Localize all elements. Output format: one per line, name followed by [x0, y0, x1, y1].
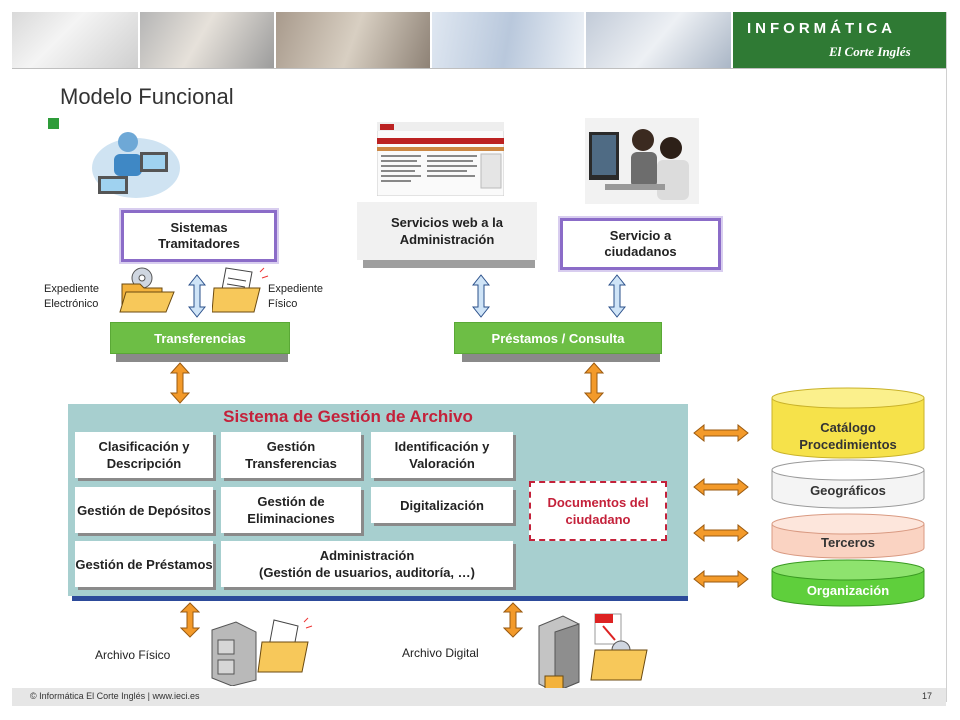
db-catalogo-text: Catálogo Procedimientos: [799, 420, 897, 452]
double-arrow-servicios-web: [472, 274, 490, 318]
page-number: 17: [921, 691, 932, 701]
module-gestion-transferencias: Gestión Transferencias: [221, 432, 361, 478]
right-border: [946, 12, 947, 702]
database-cylinders-graphic: [771, 387, 925, 607]
transferencias-bar-shadow: [116, 352, 288, 362]
footer-bar: © Informática El Corte Inglés | www.ieci…: [12, 688, 946, 706]
double-arrow-sistemas: [188, 274, 206, 318]
operators-icon: [92, 132, 180, 198]
orange-arrow-organizacion: [693, 570, 749, 588]
brand-line-2: El Corte Inglés: [829, 44, 911, 59]
header-photo-4: [432, 12, 584, 68]
web-services-screenshot: [377, 122, 504, 196]
header-photo-3: [276, 12, 430, 68]
header-photo-1: [12, 12, 138, 68]
brand-line-1: INFORMÁTICA: [747, 20, 896, 37]
sistema-panel-base: [72, 596, 688, 601]
db-geograficos-label: Geográficos: [810, 482, 886, 498]
documentos-ciudadano-box: Documentos del ciudadano: [529, 481, 667, 541]
page-title: Modelo Funcional: [60, 84, 234, 109]
orange-arrow-catalogo: [693, 424, 749, 442]
double-arrow-ciudadanos: [608, 274, 626, 318]
transferencias-bar: Transferencias: [110, 322, 290, 354]
expediente-electronico-label: Expediente Electrónico: [44, 283, 100, 310]
module-administracion-line1: Administración: [319, 548, 415, 563]
servicios-web-box: Servicios web a la Administración: [357, 202, 537, 260]
module-eliminaciones: Gestión de Eliminaciones: [221, 487, 361, 533]
prestamos-consulta-bar: Préstamos / Consulta: [454, 322, 662, 354]
header-photo-5: [586, 12, 731, 68]
orange-arrow-geograficos: [693, 478, 749, 496]
db-organizacion-label: Organización: [806, 582, 890, 598]
archivo-fisico-label: Archivo Físico: [95, 648, 171, 662]
expediente-fisico-label: Expediente Físico: [268, 283, 324, 310]
documentos-ciudadano-label: Documentos del ciudadano: [547, 495, 649, 527]
physical-folder-icon: [212, 267, 269, 313]
filing-cabinet-icon: [211, 617, 313, 686]
sistemas-tramitadores-box: Sistemas Tramitadores: [121, 210, 277, 262]
module-prestamos: Gestión de Préstamos: [75, 541, 213, 587]
servicios-web-label: Servicios web a la Administración: [390, 215, 503, 247]
module-administracion-line2: (Gestión de usuarios, auditoría, …): [259, 565, 475, 580]
server-and-pdf-icon: [538, 613, 648, 693]
module-administracion: Administración (Gestión de usuarios, aud…: [221, 541, 513, 587]
orange-arrow-archivo-digital: [503, 602, 523, 638]
db-catalogo-label: Catálogo Procedimientos: [772, 416, 924, 456]
archivo-digital-label: Archivo Digital: [402, 646, 479, 660]
sistemas-tramitadores-label: Sistemas Tramitadores: [158, 220, 240, 251]
servicio-ciudadanos-label: Servicio a ciudadanos: [604, 228, 677, 259]
header-divider: [12, 68, 946, 69]
sistema-title: Sistema de Gestión de Archivo: [223, 407, 473, 426]
module-depositos: Gestión de Depósitos: [75, 487, 213, 533]
footer-copyright: © Informática El Corte Inglés | www.ieci…: [30, 691, 200, 701]
orange-arrow-transferencias: [170, 362, 190, 404]
orange-arrow-archivo-fisico: [180, 602, 200, 638]
servicios-web-shadow: [363, 258, 535, 268]
brand-logo: INFORMÁTICA El Corte Inglés: [733, 12, 946, 68]
title-bullet: [48, 118, 59, 129]
module-identificacion: Identificación y Valoración: [371, 432, 513, 478]
orange-arrow-terceros: [693, 524, 749, 542]
orange-arrow-prestamos: [584, 362, 604, 404]
citizens-photo: [585, 118, 699, 204]
servicio-ciudadanos-box: Servicio a ciudadanos: [560, 218, 721, 270]
db-terceros-label: Terceros: [821, 534, 875, 550]
module-clasificacion: Clasificación y Descripción: [75, 432, 213, 478]
prestamos-consulta-bar-shadow: [462, 352, 660, 362]
module-digitalizacion: Digitalización: [371, 487, 513, 523]
electronic-folder-icon: [119, 267, 175, 313]
header-photo-2: [140, 12, 274, 68]
